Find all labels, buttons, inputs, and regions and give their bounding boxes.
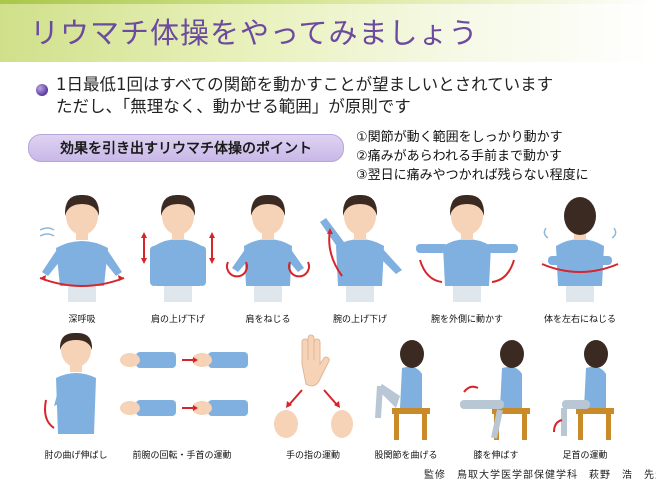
label-arm-outward: 腕を外側に動かす [430, 315, 504, 325]
label-ankle-exercise: 足首の運動 [562, 451, 608, 461]
points-badge-label: 効果を引き出すリウマチ体操のポイント [60, 141, 312, 157]
body-twist-illustration [541, 197, 619, 302]
lead-text: 1日最低1回はすべての関節を動かすことが望ましいとされています ただし、「無理な… [56, 74, 553, 118]
forearm-wrist-illustration [120, 352, 248, 416]
finger-exercise-illustration [274, 334, 353, 438]
label-shoulder-twist: 肩をねじる [245, 315, 291, 325]
label-body-twist: 体を左右にねじる [543, 315, 617, 325]
label-knee-extend: 膝を伸ばす [473, 451, 519, 461]
label-shoulder-lift: 肩の上げ下げ [150, 315, 206, 325]
hip-bend-illustration [375, 340, 430, 440]
label-forearm-wrist: 前腕の回転・手首の運動 [132, 451, 232, 461]
bullet-icon [36, 84, 48, 96]
label-deep-breath: 深呼吸 [68, 315, 96, 325]
label-elbow-bend: 肘の曲げ伸ばし [44, 451, 108, 461]
title-accent-line [0, 0, 656, 4]
supervisor-credit: 監修 鳥取大学医学部保健学科 萩野 浩 先生 [424, 470, 656, 481]
knee-extend-illustration [460, 340, 530, 440]
page-title: リウマチ体操をやってみましょう [30, 16, 479, 50]
lead-line-1: 1日最低1回はすべての関節を動かすことが望ましいとされています [56, 75, 554, 94]
arm-raise-illustration [320, 194, 402, 302]
label-arm-raise: 腕の上げ下げ [332, 315, 388, 325]
lead-line-2: ただし、「無理なく、動かせる範囲」が原則です [56, 97, 411, 116]
title-banner [0, 0, 656, 62]
label-hip-bend: 股関節を曲げる [374, 451, 438, 461]
arm-outward-illustration [416, 194, 518, 302]
point-1: ①関節が動く範囲をしっかり動かす [356, 130, 563, 145]
point-2: ②痛みがあらわれる手前まで動かす [356, 149, 563, 164]
points-badge: 効果を引き出すリウマチ体操のポイント [28, 134, 344, 162]
shoulder-lift-illustration [141, 194, 215, 302]
label-finger-exercise: 手の指の運動 [285, 451, 341, 461]
point-3: ③翌日に痛みやつかれば残らない程度に [356, 168, 589, 183]
elbow-bend-illustration [44, 332, 96, 434]
points-list: ①関節が動く範囲をしっかり動かす ②痛みがあらわれる手前まで動かす ③翌日に痛み… [356, 128, 589, 185]
ankle-exercise-illustration [553, 340, 614, 440]
shoulder-twist-illustration [226, 194, 310, 302]
deep-breath-illustration [39, 194, 125, 302]
